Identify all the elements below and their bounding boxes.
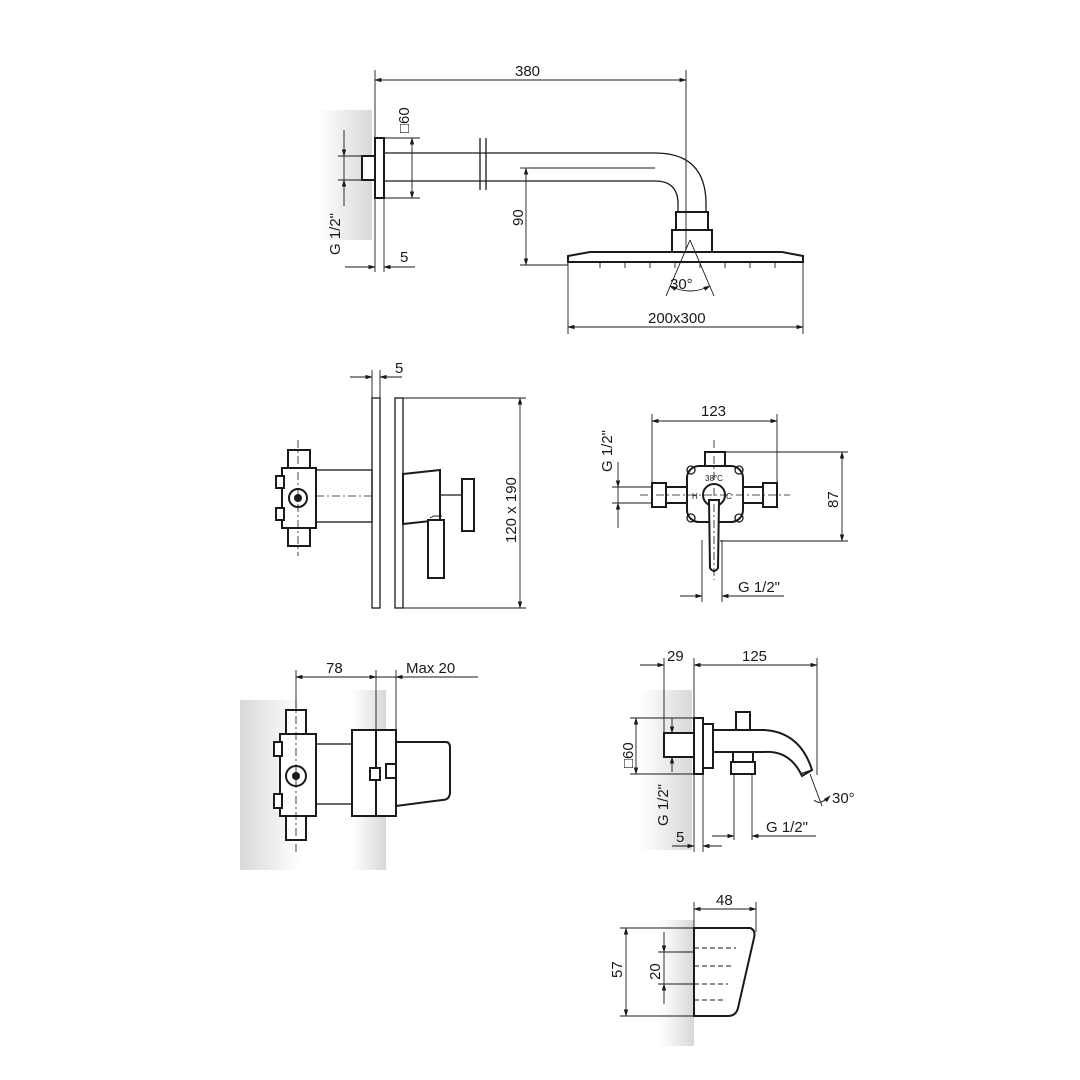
spout-flange-depth-label: 29 [667,648,684,665]
shower-head [567,251,804,263]
handle-lever [427,519,445,579]
bottom-thread-label: G 1/2" [738,579,780,596]
handle-detail-label: 20 [647,963,664,980]
spout-flange [693,717,704,775]
valve-body [281,467,317,529]
wall-shading [660,920,694,1046]
handle-knob [461,478,475,532]
valve-front-view: 38°C H C 123 87 G 1/2" G 1/2" [599,403,848,602]
arm-thread-label: G 1/2" [327,213,344,255]
spout-length-label: 125 [742,648,767,665]
spout-flange-label: □60 [620,742,637,768]
spout-body [712,729,814,778]
wall-shading [640,690,692,850]
valve-handle-side-view: 78 Max 20 [240,660,478,870]
head-drop-label: 90 [510,209,527,226]
spout-wall-thread-label: G 1/2" [655,784,672,826]
wall-plate-left [371,397,381,609]
arm-flange [374,137,385,199]
handle-height-label: 57 [609,961,626,978]
plate-size-label: 120 x 190 [503,477,520,543]
body-width-label: 123 [701,403,726,420]
head-size-label: 200x300 [648,310,706,327]
head-connector [675,211,709,231]
handle-profile-view: 48 57 20 [609,892,757,1046]
arm-wall-gap-label: 5 [400,249,408,266]
side-thread-label: G 1/2" [599,430,616,472]
spout-outlet-thread-label: G 1/2" [766,819,808,836]
spray-angle-label: 30° [670,276,693,293]
body-height-label: 87 [825,491,842,508]
wall-plate-right [394,397,404,609]
arm-pipe [384,152,707,212]
handle-profile [693,927,756,1017]
body-depth-label: 78 [326,660,343,677]
bath-spout-view: 30° 29 125 □60 G 1/2" 5 G 1/2" [620,648,855,852]
valve-side-view: 5 120 x 190 [275,360,526,609]
plate-gap-label: 5 [395,360,403,377]
hot-marking: H [692,492,698,501]
spout-wall-gap-label: 5 [676,829,684,846]
diverter-knob [735,711,751,731]
spout-angle-label: 30° [832,790,855,807]
handle-depth-label: 48 [716,892,733,909]
arm-thread-stub [361,155,376,181]
flange-size-label: □60 [396,107,413,133]
handle-block [395,741,451,808]
shower-arm-view: 30° 380 □60 G 1/2" 5 90 200x300 [318,63,804,334]
cold-marking: C [726,492,732,501]
max-projection-label: Max 20 [406,660,455,677]
bottom-outlet [707,499,721,572]
arm-length-label: 380 [515,63,540,80]
